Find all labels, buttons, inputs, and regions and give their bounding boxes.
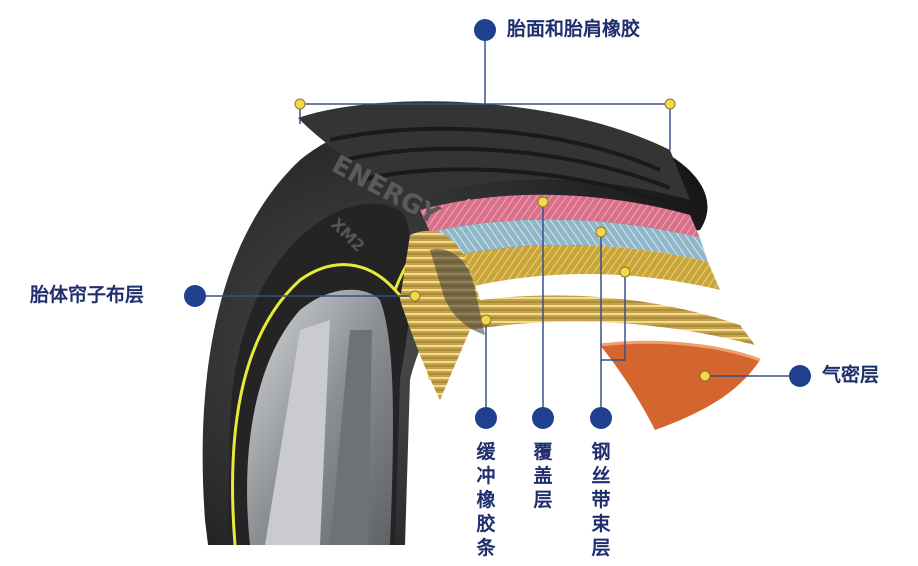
markers	[184, 19, 811, 429]
pin-belt	[595, 226, 607, 238]
innerliner-edge	[599, 340, 761, 362]
tread-grooves	[329, 126, 676, 207]
marker-carcass	[184, 285, 206, 307]
marker-cap	[532, 407, 554, 429]
pin-cap	[537, 196, 549, 208]
marker-tread	[474, 19, 496, 41]
belt-layer-2	[445, 244, 720, 290]
label-tread-shoulder-rubber: 胎面和胎肩橡胶	[507, 18, 641, 40]
pin-cushion	[480, 314, 492, 326]
label-carcass-ply: 胎体帘子布层	[30, 284, 145, 306]
pin-tread-left	[294, 98, 306, 110]
label-steel-belt: 钢丝带束层	[591, 441, 611, 559]
label-innerliner: 气密层	[822, 364, 880, 386]
pin-carcass	[409, 290, 421, 302]
innerliner-layer	[600, 342, 760, 430]
leader-lines	[197, 30, 800, 418]
marker-belt	[590, 407, 612, 429]
cap-layer	[420, 194, 700, 238]
marker-innerliner	[789, 365, 811, 387]
belt-layer	[430, 219, 708, 262]
cushion-strip	[430, 249, 485, 335]
label-cushion-strip: 缓冲橡胶条	[476, 441, 496, 559]
marker-cushion	[475, 407, 497, 429]
pin-tread-right	[664, 98, 676, 110]
pins	[294, 98, 711, 382]
pin-innerliner	[699, 370, 711, 382]
carcass-ply-stack	[400, 230, 755, 400]
label-cap-ply: 覆盖层	[533, 441, 553, 511]
rim-spoke	[265, 320, 330, 545]
pin-belt-2	[619, 266, 631, 278]
rim-spoke-2	[330, 330, 372, 545]
